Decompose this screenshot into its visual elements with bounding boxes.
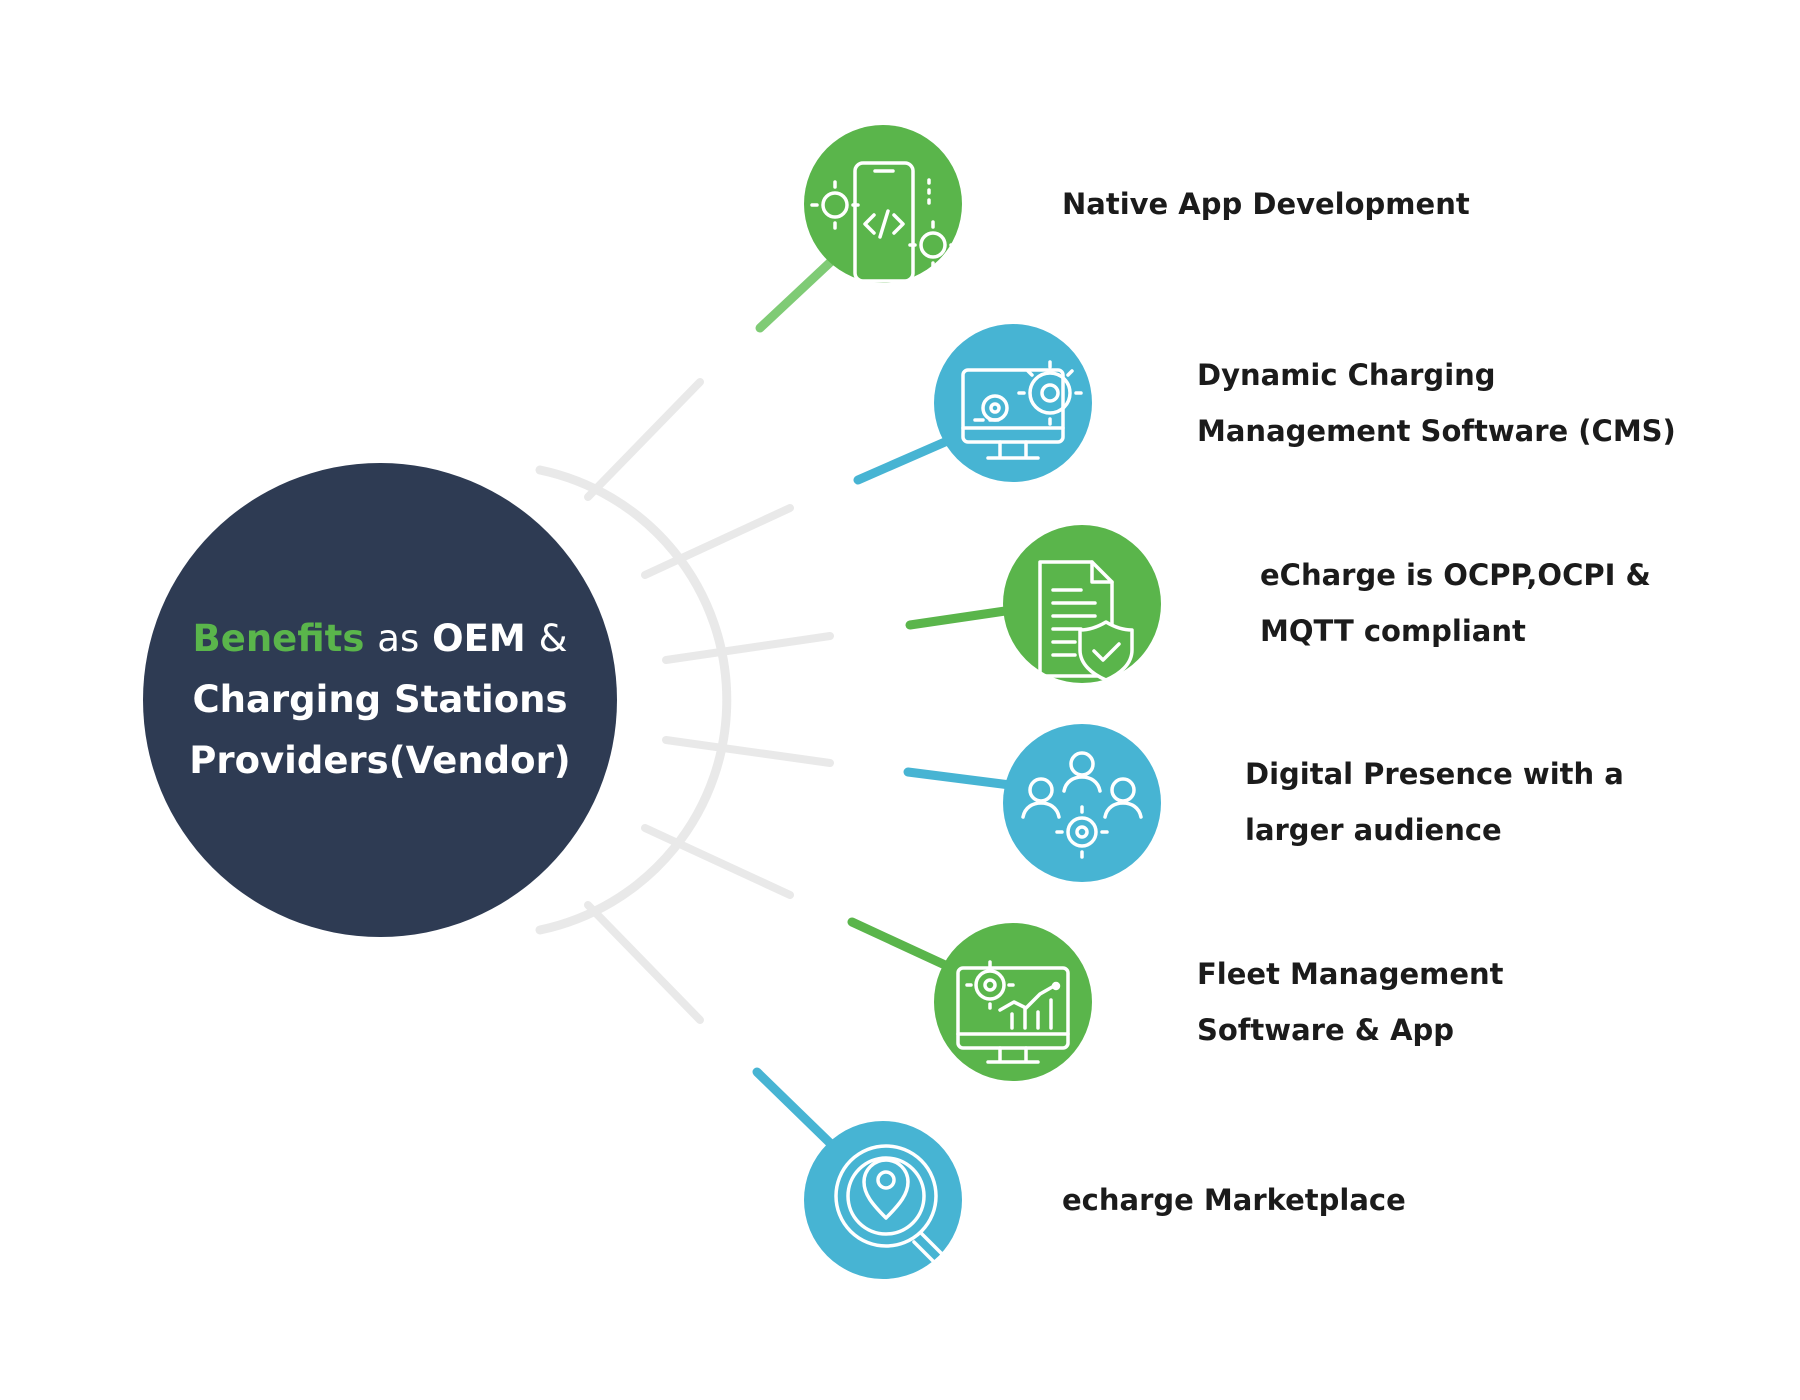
item-label-6: echarge Marketplace (1062, 1183, 1406, 1217)
item-circle-3 (1003, 525, 1161, 683)
spoke (641, 504, 794, 579)
spokes (535, 378, 834, 1024)
item-label-4: Digital Presence with a larger audience (1245, 757, 1624, 847)
item-circle-1 (804, 125, 962, 283)
center-circle (143, 463, 617, 937)
connector (752, 1067, 837, 1150)
item-label-1: Native App Development (1062, 187, 1470, 221)
center-title-amp: & (538, 617, 568, 660)
item-circle-2 (934, 324, 1092, 482)
item-circle-6 (804, 1121, 962, 1279)
location-search-icon (834, 1144, 946, 1266)
connector (847, 917, 950, 970)
document-shield-icon (1038, 560, 1134, 682)
audience-target-icon (1021, 751, 1143, 859)
spoke (584, 901, 704, 1024)
connectors (752, 250, 1017, 1150)
connector (903, 767, 1015, 790)
item-label-2: Dynamic Charging Management Software (CM… (1197, 358, 1676, 448)
center-title-highlight: Benefits (192, 617, 365, 660)
center-title: Benefits as OEM & Charging Stations Prov… (140, 608, 620, 791)
center-title-oem: OEM (432, 617, 526, 660)
connector (755, 250, 843, 333)
connector (853, 437, 950, 485)
spoke (662, 632, 834, 664)
spoke (584, 378, 704, 501)
arc (535, 465, 732, 935)
center-title-line-3: Providers(Vendor) (189, 739, 571, 782)
center-title-as: as (377, 617, 420, 660)
spoke (662, 736, 834, 767)
center-title-line-1: Benefits as OEM & (140, 608, 620, 669)
item-label-5: Fleet Management Software & App (1197, 957, 1504, 1047)
mobile-code-icon (810, 161, 958, 283)
connector (905, 605, 1017, 630)
analytics-dashboard-icon (956, 960, 1070, 1064)
monitor-gears-icon (961, 360, 1083, 460)
item-label-3: eCharge is OCPP,OCPI & MQTT compliant (1260, 558, 1651, 648)
item-circle-4 (1003, 724, 1161, 882)
spoke (641, 824, 794, 899)
item-circle-5 (934, 923, 1092, 1081)
center-title-line-2: Charging Stations (192, 678, 568, 721)
